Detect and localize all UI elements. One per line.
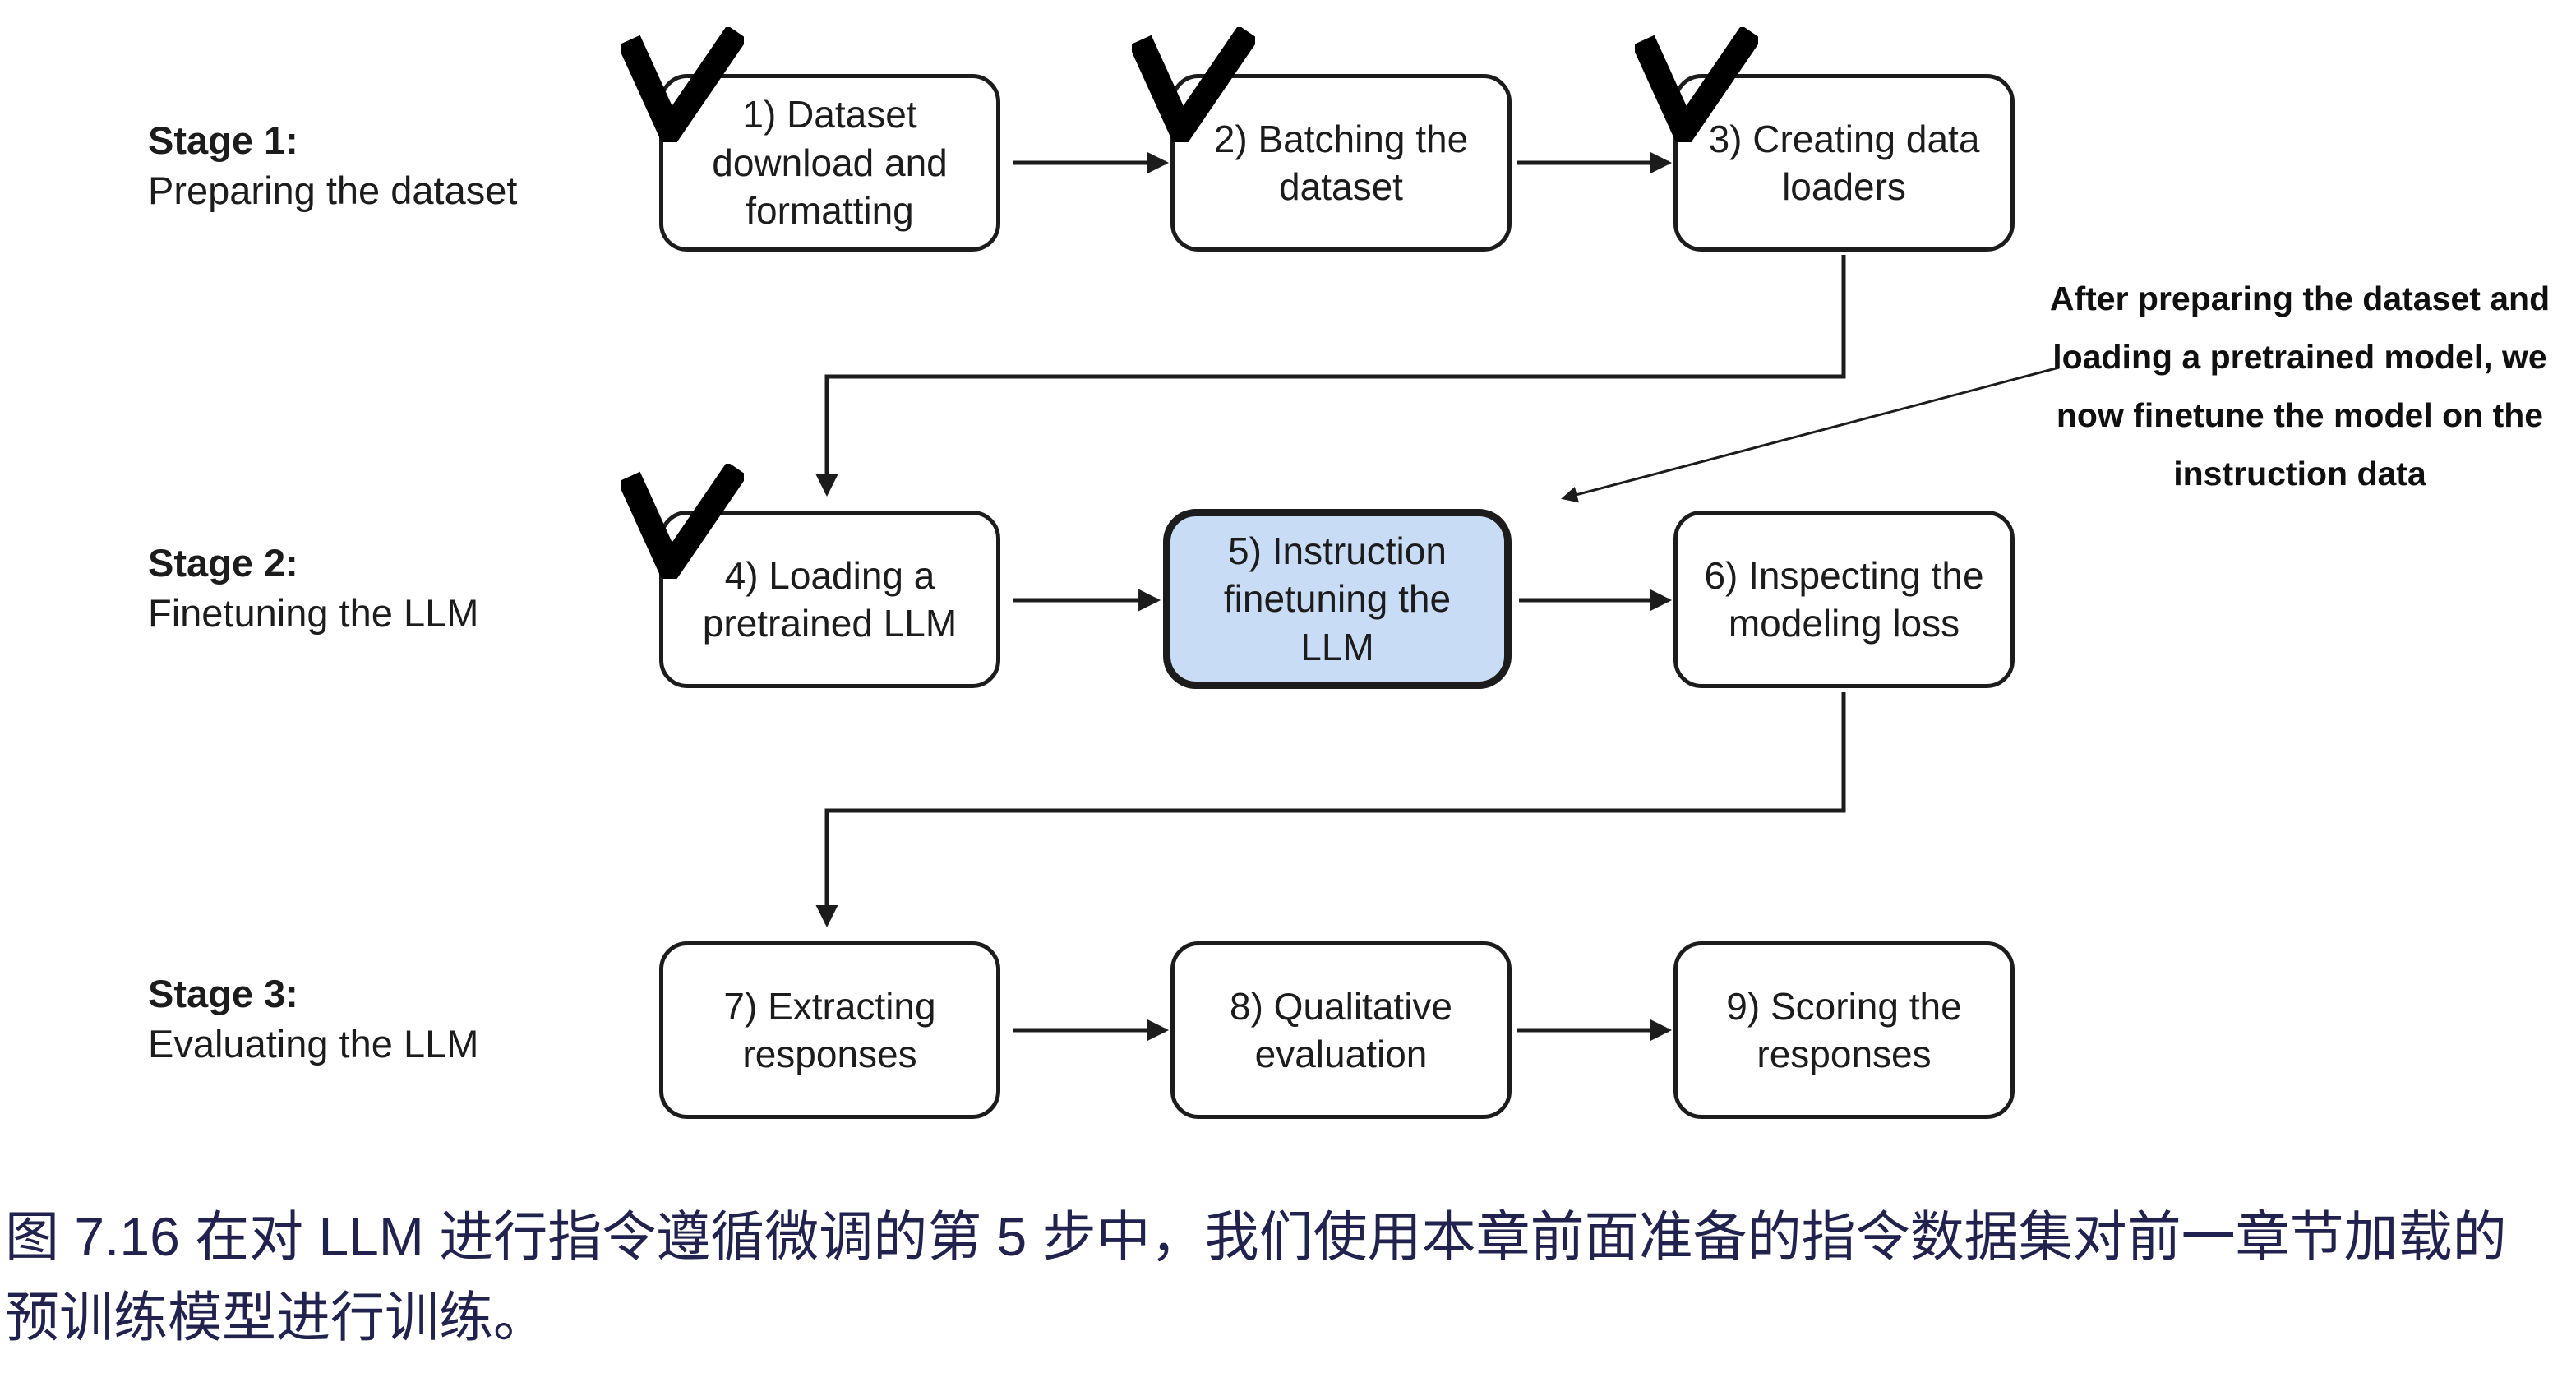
annotation-pointer-arrow — [1561, 366, 2060, 503]
flow-box-4-label: 4) Loading a pretrained LLM — [702, 553, 958, 645]
flow-box-9-scoring-responses: 9) Scoring the responses — [1673, 941, 2015, 1119]
flow-box-5-instruction-finetuning: 5) Instruction finetuning the LLM — [1163, 509, 1512, 689]
flow-box-6-label: 6) Inspecting the modeling loss — [1704, 553, 1984, 645]
annotation-line: loading a pretrained model, we — [2052, 338, 2547, 376]
figure-caption-line: 预训练模型进行训练。 — [5, 1287, 547, 1348]
figure-caption: 图 7.16 在对 LLM 进行指令遵循微调的第 5 步中，我们使用本章前面准备… — [5, 1196, 2569, 1357]
stage-1-title: Stage 1: — [148, 118, 298, 162]
checkmark-icon — [621, 464, 744, 579]
flow-box-2-batching: 2) Batching the dataset — [1132, 27, 1512, 252]
checkmark-icon — [1635, 27, 1758, 142]
annotation-line: now finetune the model on the — [2056, 396, 2544, 434]
flow-box-3-label: 3) Creating data loaders — [1708, 117, 1980, 208]
elbow-arrow-box3-box4 — [815, 255, 1846, 497]
stage-2-subtitle: Finetuning the LLM — [148, 591, 479, 635]
flow-box-8-label: 8) Qualitative evaluation — [1229, 984, 1452, 1075]
flow-box-7-extracting-responses: 7) Extracting responses — [659, 941, 1000, 1119]
annotation-line: instruction data — [2173, 455, 2426, 492]
stage-2-label: Stage 2: Finetuning the LLM — [148, 538, 478, 638]
flow-box-9-label: 9) Scoring the responses — [1726, 984, 1962, 1075]
flow-box-6-inspecting-loss: 6) Inspecting the modeling loss — [1673, 511, 2015, 688]
stage-3-subtitle: Evaluating the LLM — [148, 1022, 479, 1066]
flow-box-8-qualitative-evaluation: 8) Qualitative evaluation — [1170, 941, 1512, 1119]
stage-2-title: Stage 2: — [148, 541, 298, 585]
figure-caption-line: 图 7.16 在对 LLM 进行指令遵循微调的第 5 步中，我们使用本章前面准备… — [5, 1206, 2507, 1267]
annotation-line: After preparing the dataset and — [2049, 280, 2551, 317]
checkmark-icon — [621, 27, 744, 142]
flow-box-3-data-loaders: 3) Creating data loaders — [1635, 27, 2015, 252]
flow-box-1-dataset-download: 1) Dataset download and formatting — [621, 27, 1000, 252]
checkmark-icon — [1132, 27, 1255, 142]
flow-box-7-label: 7) Extracting responses — [723, 984, 936, 1075]
stage-3-title: Stage 3: — [148, 972, 298, 1015]
flow-box-1-label: 1) Dataset download and formatting — [712, 93, 948, 233]
flow-box-4-loading-pretrained: 4) Loading a pretrained LLM — [621, 464, 1000, 688]
elbow-arrow-box6-box7 — [815, 692, 1846, 928]
flow-box-2-label: 2) Batching the dataset — [1213, 117, 1469, 208]
stage-1-label: Stage 1: Preparing the dataset — [148, 115, 517, 215]
stage-3-label: Stage 3: Evaluating the LLM — [148, 968, 478, 1069]
stage-1-subtitle: Preparing the dataset — [148, 169, 518, 212]
flow-box-5-label: 5) Instruction finetuning the LLM — [1223, 529, 1452, 668]
annotation-note: After preparing the dataset and loading … — [2024, 270, 2576, 503]
